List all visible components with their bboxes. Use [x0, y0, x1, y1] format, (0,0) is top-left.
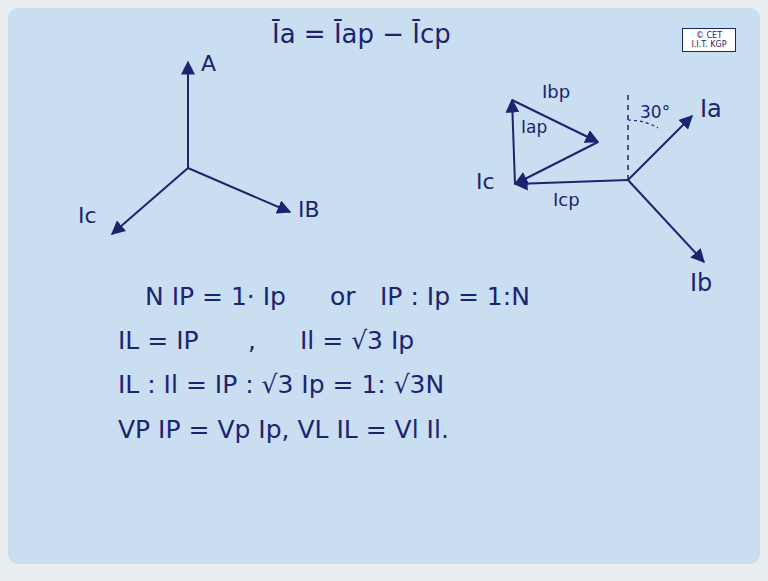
handwritten-label: Ic [78, 204, 97, 228]
handwritten-label: Ib [690, 270, 712, 296]
badge-text: © CET I.I.T. KGP [687, 31, 731, 49]
handwritten-label: or [330, 283, 356, 311]
handwritten-label: IL : Il = IP : √3 Ip = 1: √3N [118, 371, 444, 399]
phasor-arrow [515, 180, 628, 184]
handwritten-label: Icp [553, 190, 580, 210]
handwritten-label: N IP = 1· Ip [145, 283, 286, 311]
handwritten-label: VP IP = Vp Ip, VL IL = Vl Il. [118, 416, 449, 444]
phasor-arrow [112, 168, 188, 234]
handwritten-label: Il = √3 Ip [300, 327, 414, 355]
copyright-badge: © CET I.I.T. KGP [682, 28, 736, 52]
handwritten-label: 30° [640, 103, 670, 122]
phasor-arrow [512, 100, 598, 142]
handwritten-label: , [248, 327, 256, 355]
handwritten-label: A [201, 52, 216, 76]
handwritten-label: Iap [521, 118, 547, 137]
phasor-arrow [515, 142, 598, 184]
handwritten-label: Ic [476, 170, 495, 194]
handwritten-label: IL = IP [118, 327, 199, 355]
phasor-arrow [188, 168, 290, 212]
phasor-arrow [628, 116, 692, 180]
phasor-arrow [628, 180, 704, 262]
board-ground [8, 8, 760, 564]
handwritten-label: IB [298, 198, 320, 222]
handwritten-label: Ia [700, 96, 722, 122]
handwritten-label: Īa = Īap − Īcp [272, 20, 451, 49]
handwritten-label: IP : Ip = 1:N [380, 283, 530, 311]
phasor-arrow [512, 100, 515, 184]
handwritten-label: Ibp [542, 82, 570, 102]
phasor-arrow [187, 62, 189, 168]
reference-dashed-line [627, 92, 629, 180]
